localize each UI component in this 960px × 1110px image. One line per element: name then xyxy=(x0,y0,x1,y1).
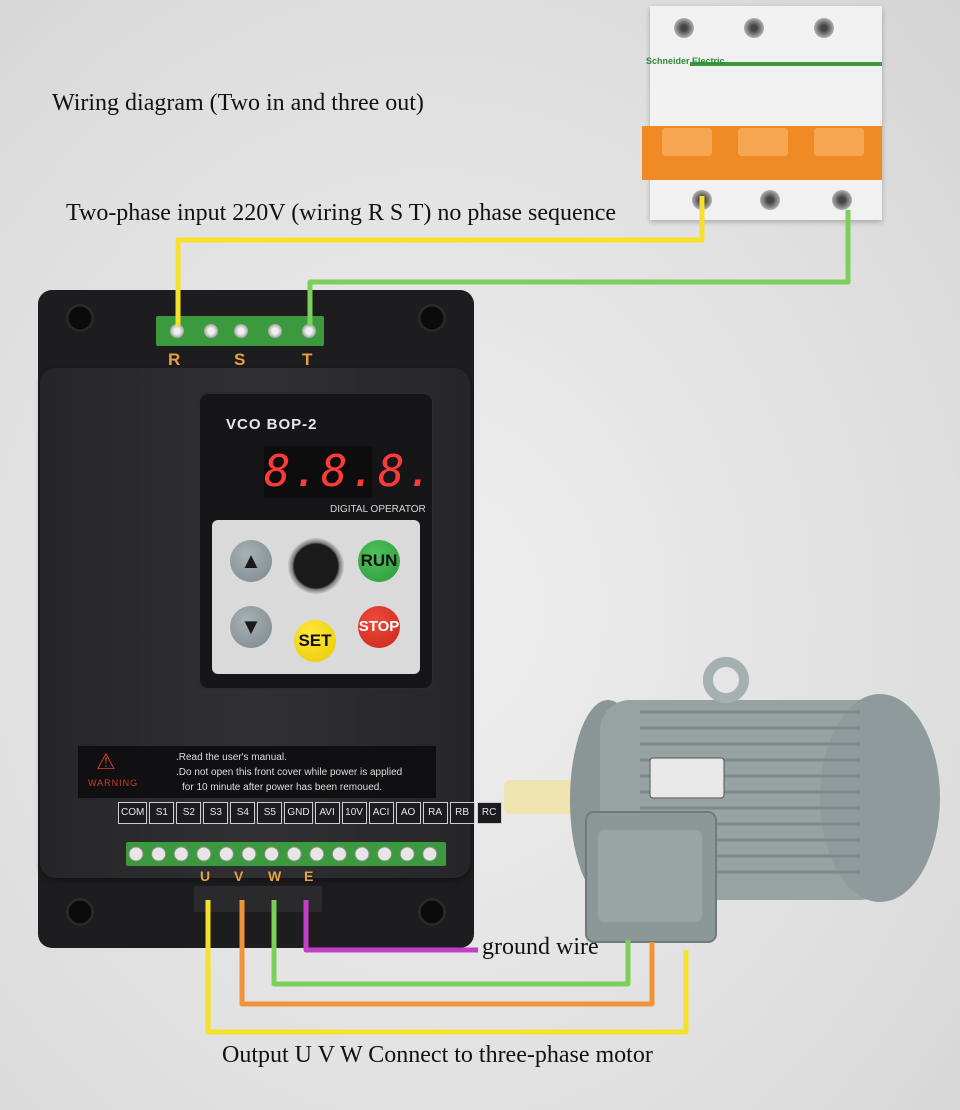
wire-v xyxy=(239,900,655,1007)
wires xyxy=(175,196,851,1035)
ctl-label: COM xyxy=(118,802,148,824)
wire-e xyxy=(303,900,478,953)
terminal-label-w: W xyxy=(268,868,282,884)
panel-model: VCO BOP-2 xyxy=(226,416,318,433)
breaker-top-screw-3 xyxy=(814,18,834,38)
lifting-eye xyxy=(703,657,749,703)
motor-nameplate xyxy=(649,757,725,799)
motor-fan-cover xyxy=(820,694,940,902)
warning-icon: ⚠ xyxy=(96,750,116,775)
control-terminal-screw xyxy=(331,846,347,862)
diagram-title: Wiring diagram (Two in and three out) xyxy=(52,90,424,116)
control-terminal-screw xyxy=(218,846,234,862)
control-terminal-screw xyxy=(241,846,257,862)
terminal-label-v: V xyxy=(234,868,244,884)
control-terminal-screw xyxy=(173,846,189,862)
stop-button[interactable]: STOP xyxy=(358,606,400,648)
control-terminal-screw xyxy=(309,846,325,862)
terminal-label-t: T xyxy=(302,350,313,369)
ctl-label: GND xyxy=(284,802,313,824)
wire-t xyxy=(307,210,851,326)
breaker-out-screw-2 xyxy=(760,190,780,210)
control-terminal-screw xyxy=(128,846,144,862)
control-terminal-screw xyxy=(422,846,438,862)
control-terminal-screw xyxy=(151,846,167,862)
ctl-label: AO xyxy=(395,802,421,824)
breaker-top-screw-2 xyxy=(744,18,764,38)
warning-line-3: for 10 minute after power has been remou… xyxy=(182,782,383,793)
breaker-handle-3[interactable] xyxy=(814,128,864,156)
panel-label: DIGITAL OPERATOR xyxy=(330,504,426,515)
control-terminal-screws xyxy=(128,846,438,862)
breaker-top-screw-1 xyxy=(674,18,694,38)
input-caption: Two-phase input 220V (wiring R S T) no p… xyxy=(66,200,617,226)
terminal-screw-2 xyxy=(204,324,218,338)
terminal-screw-r xyxy=(170,324,184,338)
terminal-box-lid xyxy=(598,830,702,922)
terminal-screw-s xyxy=(234,324,248,338)
output-caption: Output U V W Connect to three-phase moto… xyxy=(222,1042,653,1068)
control-terminal-screw xyxy=(399,846,415,862)
ctl-label: RA xyxy=(422,802,448,824)
ctl-label: S5 xyxy=(257,802,283,824)
circuit-breaker xyxy=(650,6,882,220)
ctl-label: S3 xyxy=(203,802,229,824)
breaker-brand: Schneider Electric xyxy=(646,56,725,66)
control-terminal-labels: COM S1 S2 S3 S4 S5 GND AVI 10V ACI AO RA… xyxy=(118,802,504,824)
set-button[interactable]: SET xyxy=(294,620,336,662)
motor-shaft xyxy=(504,780,574,814)
ctl-label: 10V xyxy=(341,802,367,824)
breaker-brand-stripe xyxy=(690,62,882,66)
terminal-label-s: S xyxy=(234,350,246,369)
wire-u xyxy=(205,900,689,1035)
ctl-label: S1 xyxy=(149,802,175,824)
wire-w xyxy=(271,900,631,987)
run-button[interactable]: RUN xyxy=(358,540,400,582)
terminal-label-e: E xyxy=(304,868,314,884)
breaker-handle-2[interactable] xyxy=(738,128,788,156)
warning-word: WARNING xyxy=(88,778,139,788)
control-terminal-screw xyxy=(264,846,280,862)
control-terminal-screw xyxy=(286,846,302,862)
breaker-handle-1[interactable] xyxy=(662,128,712,156)
mount-screw-top-left xyxy=(66,304,94,332)
output-terminal-block xyxy=(194,886,322,912)
ctl-label: RC xyxy=(476,802,502,824)
warning-line-1: .Read the user's manual. xyxy=(176,752,287,763)
speed-knob[interactable] xyxy=(288,538,344,594)
up-button[interactable]: ▲ xyxy=(230,540,272,582)
control-terminal-screw xyxy=(354,846,370,862)
ctl-label: RB xyxy=(449,802,475,824)
terminal-screw-4 xyxy=(268,324,282,338)
warning-label xyxy=(78,746,436,798)
control-terminal-screw xyxy=(196,846,212,862)
terminal-label-u: U xyxy=(200,868,211,884)
wire-r xyxy=(175,196,705,326)
down-button[interactable]: ▼ xyxy=(230,606,272,648)
ctl-label: S2 xyxy=(176,802,202,824)
motor xyxy=(504,657,940,943)
mount-screw-top-right xyxy=(418,304,446,332)
ctl-label: ACI xyxy=(368,802,394,824)
breaker-out-screw-3 xyxy=(832,190,852,210)
control-terminal-screw xyxy=(377,846,393,862)
ctl-label: S4 xyxy=(230,802,256,824)
terminal-label-r: R xyxy=(168,350,181,369)
ctl-label: AVI xyxy=(314,802,340,824)
mount-screw-bottom-left xyxy=(66,898,94,926)
ground-caption: ground wire xyxy=(482,934,599,960)
mount-screw-bottom-right xyxy=(418,898,446,926)
warning-line-2: .Do not open this front cover while powe… xyxy=(176,767,403,778)
terminal-screw-t xyxy=(302,324,316,338)
